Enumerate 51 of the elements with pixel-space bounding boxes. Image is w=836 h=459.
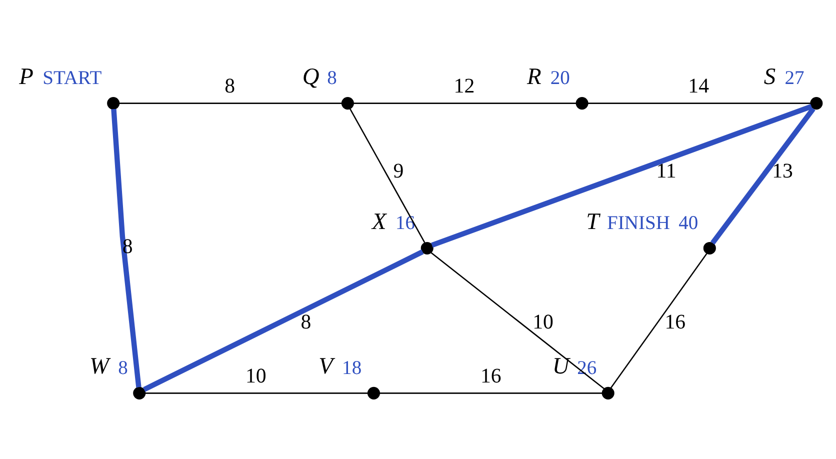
node-circle [107,96,120,110]
node-label: 27 [784,67,804,88]
edge-label: 9 [393,158,404,182]
node-label: 40 [678,212,698,234]
node-label: V [318,353,333,380]
connector [111,108,142,387]
edge-label: 13 [772,158,793,182]
node-label: R [526,63,542,90]
node-label: FINISH [607,212,670,234]
node-circle [810,96,823,110]
connector [145,392,368,394]
node-circle [133,386,146,399]
node-circle [576,96,588,110]
node-circle [341,96,354,110]
node-label: 8 [118,357,128,378]
edge-label: 14 [688,73,709,98]
node-circle [602,386,614,399]
node-label: P [19,63,34,90]
node-circle [420,241,434,254]
edge-label: 10 [532,309,554,334]
edge-label: 11 [656,158,676,182]
edge-label: 8 [224,73,236,98]
node-label: 26 [577,357,597,378]
edge-label: 10 [245,362,266,387]
node-label: T [586,208,600,234]
connector [710,106,816,244]
node-circle [703,241,716,254]
node-circle [367,386,380,399]
node-label: X [372,208,386,234]
node-label: 8 [327,67,337,88]
connector [588,102,810,104]
edge-label: 16 [664,309,686,334]
edge-label: 12 [454,73,475,98]
connector [119,102,342,104]
node-label: U [552,353,570,380]
connector [430,251,605,389]
node-label: Q [302,63,320,90]
connector [380,392,602,394]
node-label: 20 [550,67,570,88]
node-label: S [764,63,776,90]
edge-label: 16 [480,362,502,387]
connector [353,102,576,104]
connector [142,248,424,392]
node-label: W [89,353,109,380]
node-label: 16 [395,212,415,234]
node-label: 18 [342,357,362,378]
node-label: START [42,67,102,88]
connector [349,108,426,242]
edge-label: 8 [300,309,312,334]
connector [431,103,812,248]
connector [610,252,708,388]
